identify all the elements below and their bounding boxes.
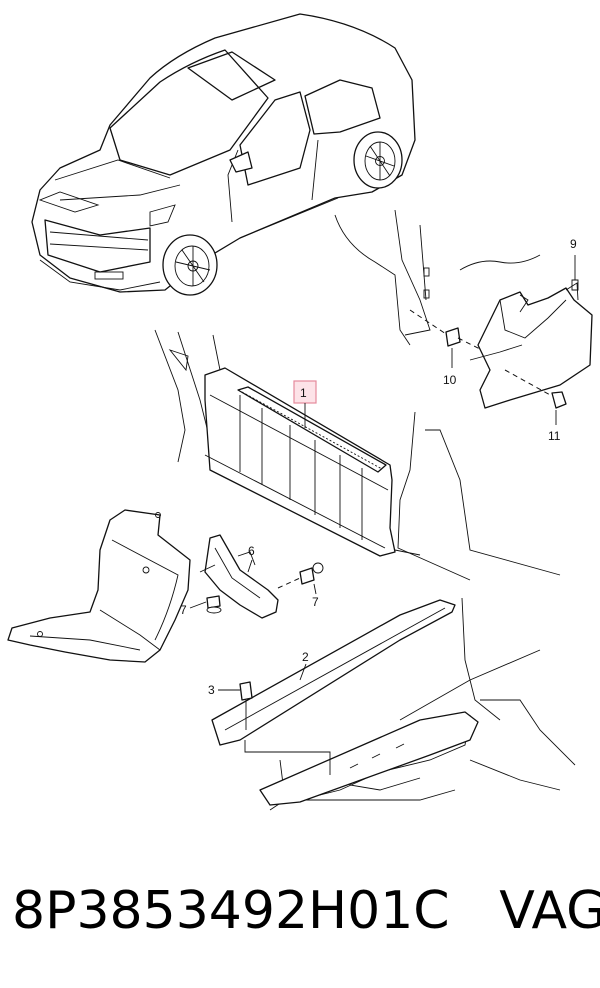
brand-label: VAG xyxy=(499,881,600,941)
part-number: 8P3853492H01C xyxy=(12,881,450,941)
sill-moulding-detail xyxy=(211,597,576,811)
callout-1[interactable]: 1 xyxy=(300,386,307,400)
mudflap-detail xyxy=(334,209,593,425)
callout-11[interactable]: 11 xyxy=(548,429,561,443)
parts-diagram: 1 2 3 6 7 7 9 10 11 xyxy=(7,13,593,811)
callout-3[interactable]: 3 xyxy=(208,683,215,697)
callout-10[interactable]: 10 xyxy=(443,373,457,387)
callout-6[interactable]: 6 xyxy=(248,544,255,558)
callout-7-right[interactable]: 7 xyxy=(312,595,319,609)
callout-9[interactable]: 9 xyxy=(570,237,577,251)
callout-labels: 1 2 3 6 7 7 9 10 11 xyxy=(180,237,577,697)
wheel-liner-detail xyxy=(7,509,324,663)
callout-7-left[interactable]: 7 xyxy=(180,603,187,617)
callout-2[interactable]: 2 xyxy=(302,650,309,664)
sill-panel-detail xyxy=(154,329,561,581)
car-illustration xyxy=(31,13,416,296)
part-number-footer: 8P3853492H01C VAG xyxy=(12,876,600,946)
